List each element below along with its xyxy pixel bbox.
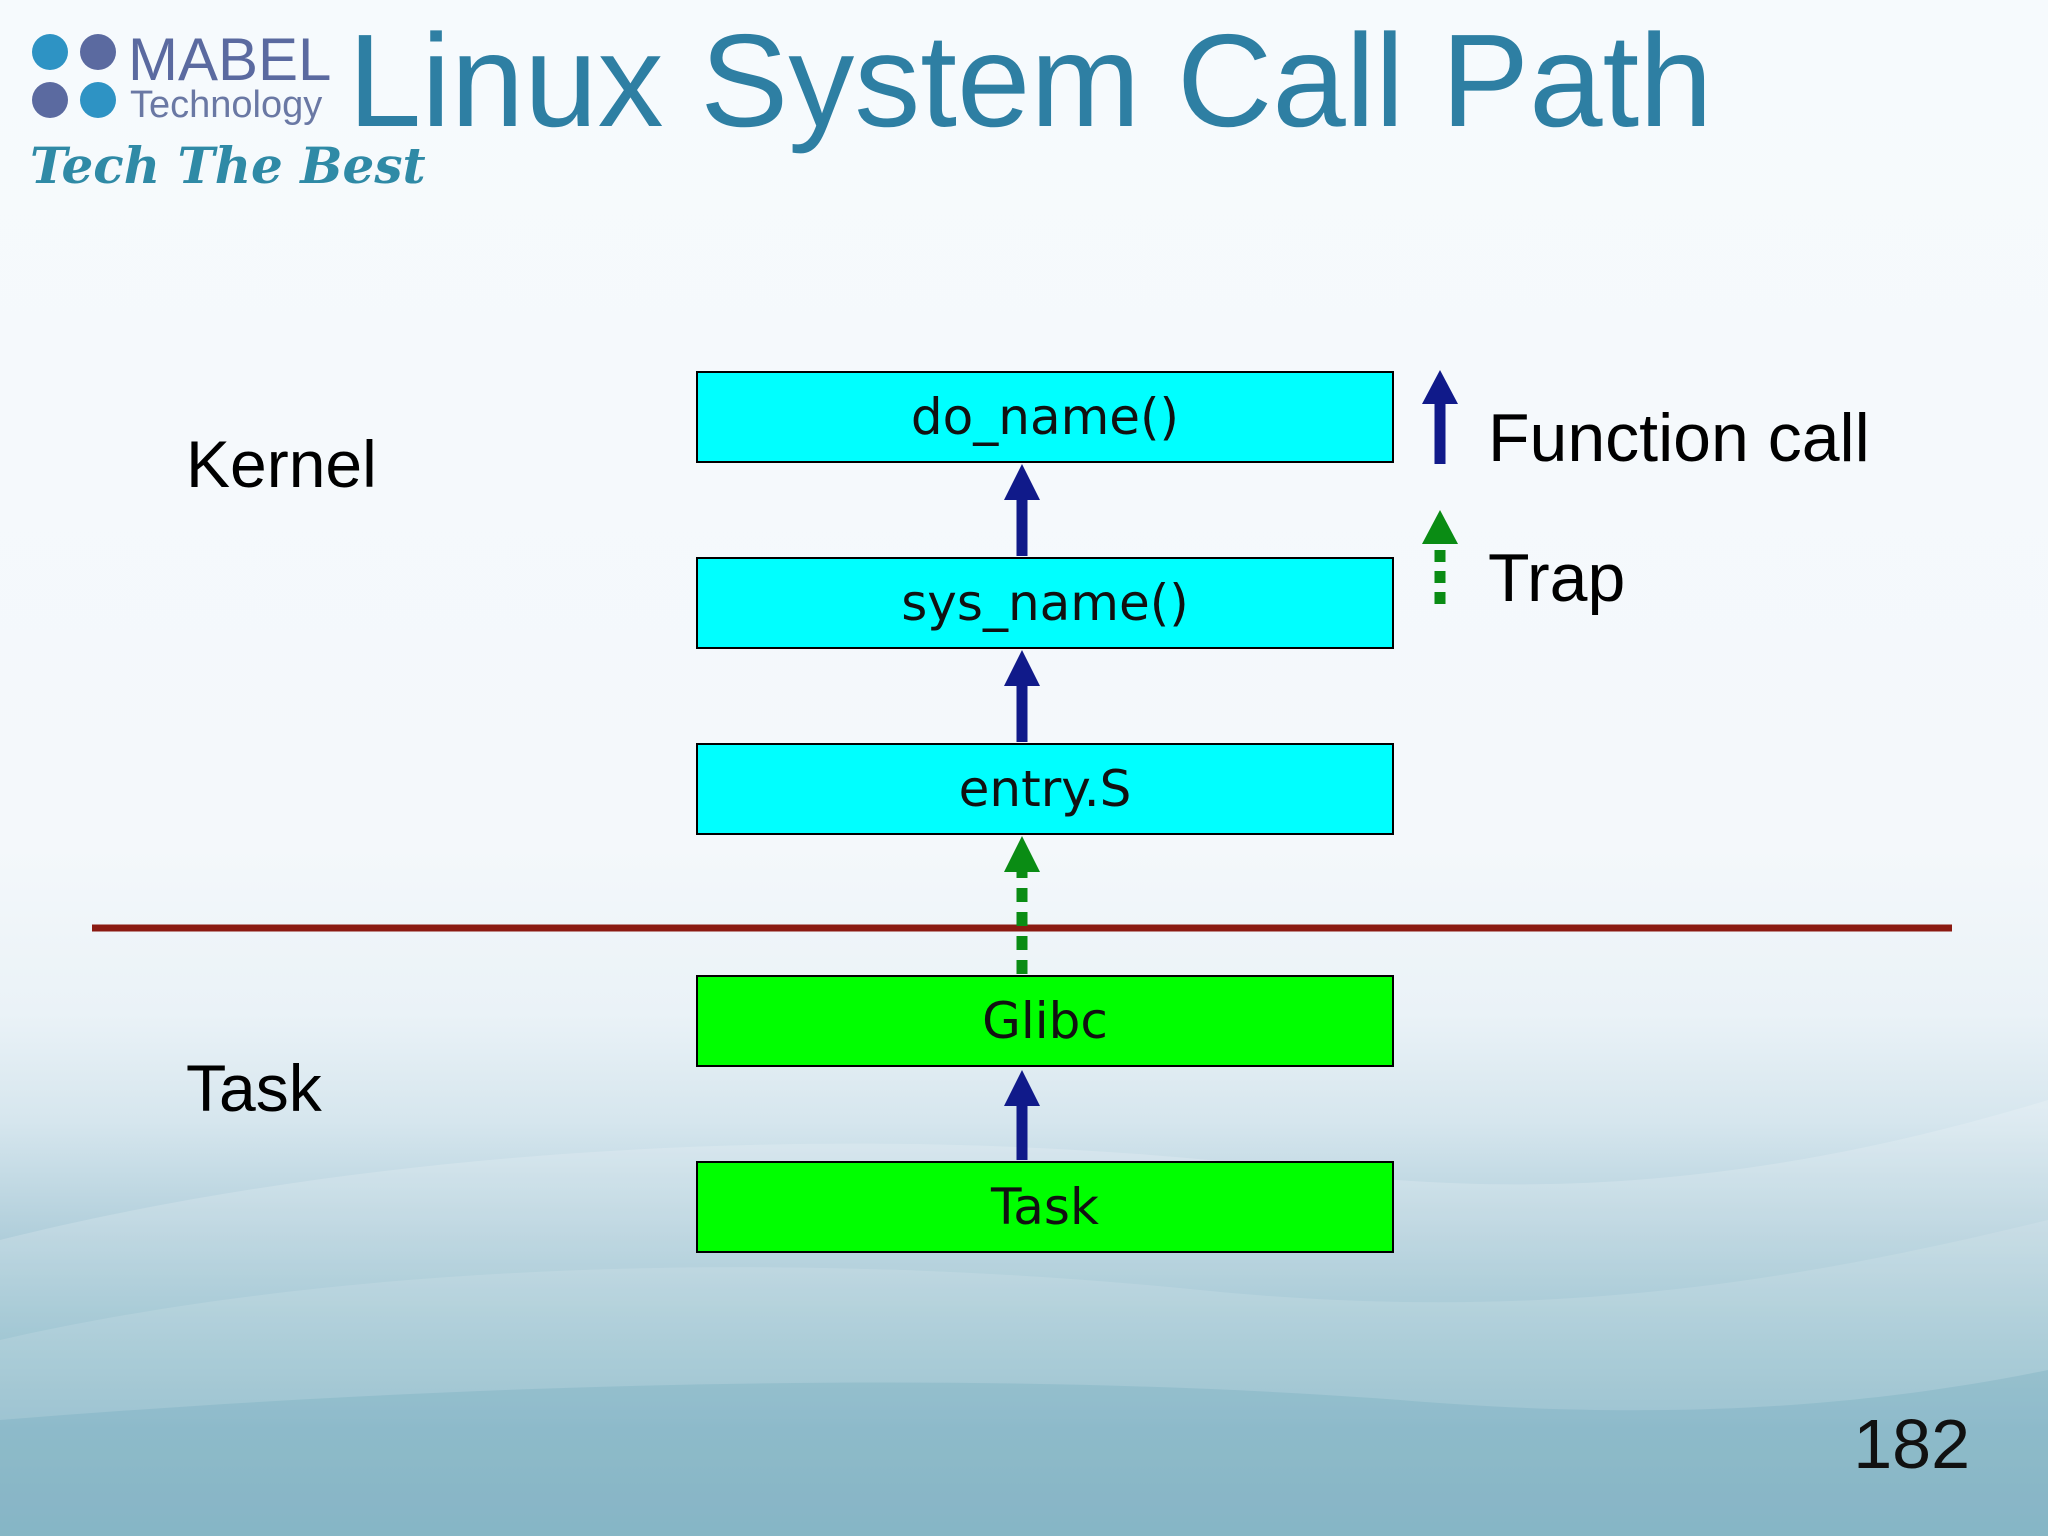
region-label-task: Task — [186, 1051, 322, 1125]
logo-subbrand: Technology — [130, 84, 323, 126]
box-entry-s: entry.S — [696, 743, 1394, 835]
logo-dot — [32, 82, 68, 118]
box-do-name: do_name() — [696, 371, 1394, 463]
company-logo: MABEL Technology Tech The Best — [28, 26, 426, 208]
legend-trap-label: Trap — [1488, 540, 1626, 616]
legend-function-call-arrow-icon — [1422, 370, 1458, 464]
slide-title: Linux System Call Path — [348, 7, 1713, 154]
arrow-sys-name-to-do-name — [1004, 464, 1040, 556]
box-task: Task — [696, 1161, 1394, 1253]
legend-function-call-label: Function call — [1488, 400, 1870, 476]
box-sys-name: sys_name() — [696, 557, 1394, 649]
page-number: 182 — [1853, 1405, 1970, 1483]
logo-brand: MABEL — [128, 26, 332, 93]
box-glibc: Glibc — [696, 975, 1394, 1067]
legend-trap-arrow-icon — [1422, 510, 1458, 604]
logo-dot — [80, 34, 116, 70]
arrow-glibc-to-entry-s-trap — [1004, 836, 1040, 974]
logo-dot — [80, 82, 116, 118]
region-label-kernel: Kernel — [186, 427, 377, 501]
background-wave — [0, 1100, 2048, 1536]
arrow-task-to-glibc — [1004, 1070, 1040, 1160]
logo-dot — [32, 34, 68, 70]
arrow-entry-s-to-sys-name — [1004, 650, 1040, 742]
logo-tagline: Tech The Best — [30, 136, 426, 195]
